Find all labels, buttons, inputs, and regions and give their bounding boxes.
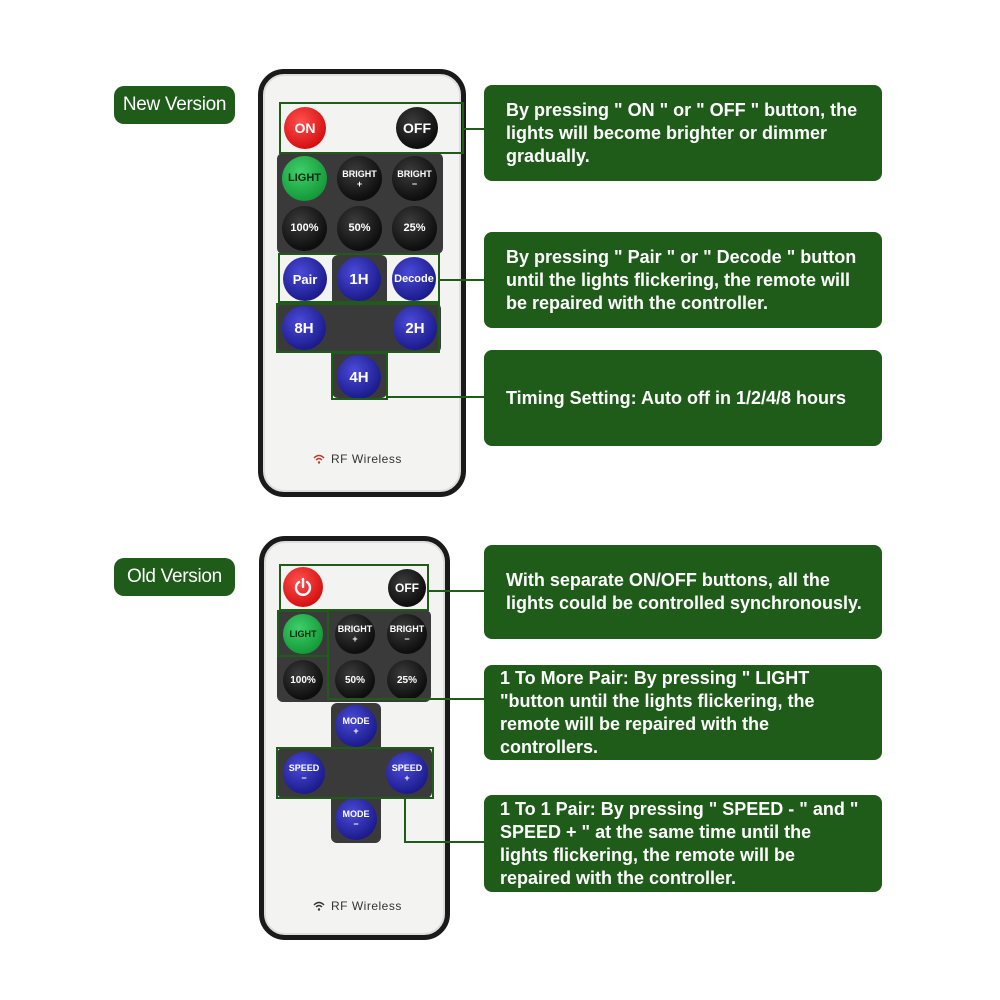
new-timer-h-highlight bbox=[276, 303, 440, 353]
old-callout-one-to-one: 1 To 1 Pair: By pressing " SPEED - " and… bbox=[484, 795, 882, 892]
speed-minus-button[interactable]: SPEED − bbox=[283, 752, 325, 794]
decode-button[interactable]: Decode bbox=[392, 257, 436, 301]
old-version-tag: Old Version bbox=[114, 558, 235, 596]
old-off-button[interactable]: OFF bbox=[388, 569, 426, 607]
old-connector-3b bbox=[404, 841, 485, 843]
old-connector-2a bbox=[327, 656, 329, 699]
old-connector-3a bbox=[404, 799, 406, 842]
old-callout-onoff: With separate ON/OFF buttons, all the li… bbox=[484, 545, 882, 639]
new-pair-highlight bbox=[278, 253, 440, 303]
new-callout-pair: By pressing " Pair " or " Decode " butto… bbox=[484, 232, 882, 328]
brightness-25-button[interactable]: 25% bbox=[392, 206, 437, 251]
on-button[interactable]: ON bbox=[284, 107, 326, 149]
old-connector-2b bbox=[327, 698, 485, 700]
rf-wireless-text: RF Wireless bbox=[331, 452, 402, 466]
old-brightness-100-button[interactable]: 100% bbox=[283, 660, 323, 700]
old-light-button[interactable]: LIGHT bbox=[283, 614, 323, 654]
mode-minus-button[interactable]: MODE − bbox=[335, 798, 377, 840]
bright-plus-button[interactable]: BRIGHT + bbox=[337, 156, 382, 201]
mode-plus-button[interactable]: MODE + bbox=[335, 705, 377, 747]
brightness-100-button[interactable]: 100% bbox=[282, 206, 327, 251]
old-onoff-highlight bbox=[279, 564, 429, 611]
speed-plus-button[interactable]: SPEED + bbox=[386, 752, 428, 794]
new-timer-4h-highlight bbox=[331, 352, 388, 400]
new-version-tag: New Version bbox=[114, 86, 235, 124]
new-connector-2 bbox=[440, 279, 485, 281]
new-callout-onoff: By pressing " ON " or " OFF " button, th… bbox=[484, 85, 882, 181]
off-button[interactable]: OFF bbox=[396, 107, 438, 149]
old-speed-highlight bbox=[276, 747, 434, 799]
rf-wireless-text: RF Wireless bbox=[331, 899, 402, 913]
new-callout-timing: Timing Setting: Auto off in 1/2/4/8 hour… bbox=[484, 350, 882, 446]
bright-minus-button[interactable]: BRIGHT − bbox=[392, 156, 437, 201]
timer-1h-button[interactable]: 1H bbox=[337, 257, 381, 301]
new-connector-1 bbox=[464, 128, 485, 130]
old-brightness-50-button[interactable]: 50% bbox=[335, 660, 375, 700]
old-rf-wireless-label: RF Wireless bbox=[313, 899, 402, 913]
old-brightness-25-button[interactable]: 25% bbox=[387, 660, 427, 700]
light-button[interactable]: LIGHT bbox=[282, 156, 327, 201]
wifi-icon bbox=[313, 901, 325, 911]
new-onoff-highlight bbox=[279, 102, 464, 154]
power-button[interactable] bbox=[283, 567, 323, 607]
old-callout-one-to-more: 1 To More Pair: By pressing " LIGHT "but… bbox=[484, 665, 882, 760]
old-bright-minus-button[interactable]: BRIGHT − bbox=[387, 614, 427, 654]
old-bright-plus-button[interactable]: BRIGHT + bbox=[335, 614, 375, 654]
old-connector-1 bbox=[429, 590, 485, 592]
brightness-50-button[interactable]: 50% bbox=[337, 206, 382, 251]
pair-button[interactable]: Pair bbox=[283, 257, 327, 301]
power-icon bbox=[294, 577, 312, 596]
timer-4h-button[interactable]: 4H bbox=[337, 355, 381, 399]
wifi-icon bbox=[313, 454, 325, 464]
old-light-highlight bbox=[277, 610, 329, 657]
timer-2h-button[interactable]: 2H bbox=[393, 306, 437, 350]
new-rf-wireless-label: RF Wireless bbox=[313, 452, 402, 466]
new-connector-3a bbox=[388, 396, 485, 398]
timer-8h-button[interactable]: 8H bbox=[282, 306, 326, 350]
